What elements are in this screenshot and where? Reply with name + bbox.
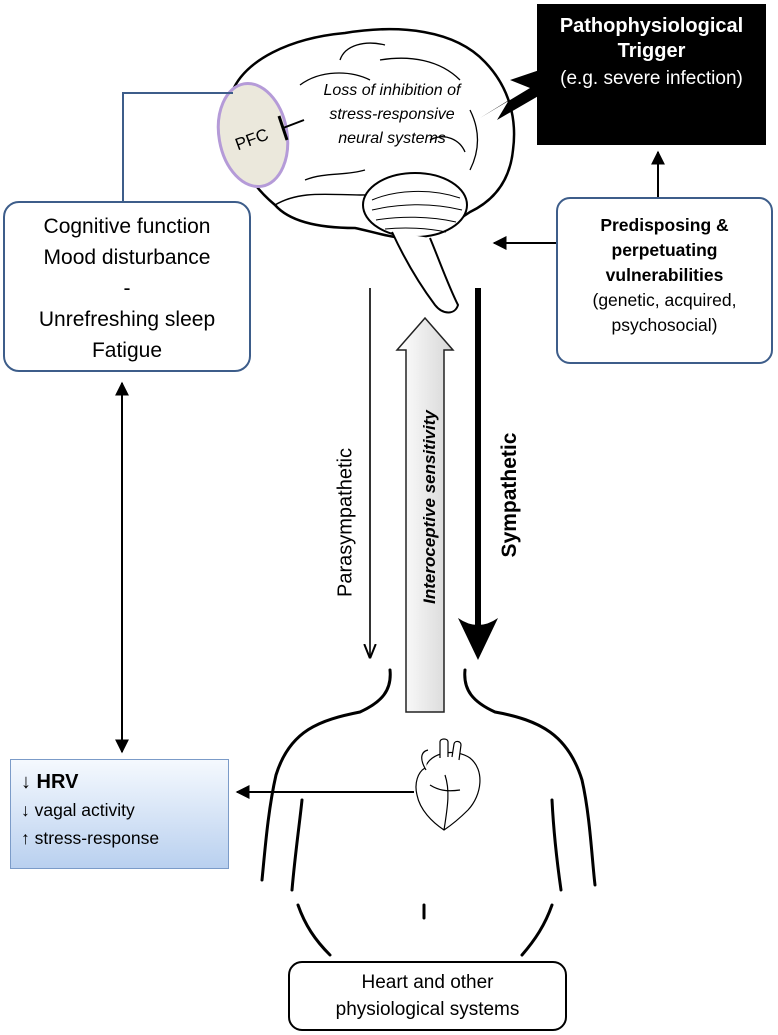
brainstem — [391, 231, 460, 314]
hrv-title: ↓ HRV — [21, 771, 79, 793]
symptom-line: Mood disturbance — [43, 246, 211, 269]
inhibition-label: Loss of inhibition of stress-responsive … — [272, 79, 512, 151]
hrv-line-vagal: ↓ vagal activity — [21, 800, 135, 820]
interoceptive-label: Interoceptive sensitivity — [420, 410, 439, 604]
symptom-line: - — [123, 277, 131, 300]
body-label-1: Heart and other — [361, 972, 494, 993]
heart-icon — [415, 738, 481, 831]
trigger-box: Pathophysiological Trigger (e.g. severe … — [537, 4, 766, 145]
physiological-systems-box: Heart and other physiological systems — [288, 961, 567, 1031]
inhibition-line-2: stress-responsive — [329, 106, 455, 123]
vuln-detail-2: psychosocial) — [611, 315, 718, 335]
symptom-line: Cognitive function — [43, 215, 211, 238]
trigger-title: Pathophysiological Trigger — [559, 15, 744, 62]
sympathetic-arrowhead — [458, 618, 498, 660]
symptoms-box: Cognitive function Mood disturbance - Un… — [3, 201, 251, 372]
symptom-line: Unrefreshing sleep — [38, 308, 216, 331]
body-label-2: physiological systems — [335, 999, 520, 1020]
symptom-line: Fatigue — [91, 339, 163, 362]
vuln-title-2: perpetuating — [611, 240, 718, 260]
interoceptive-arrow — [395, 316, 455, 713]
vulnerabilities-box: Predisposing & perpetuating vulnerabilit… — [556, 197, 773, 364]
pfc-region — [216, 81, 290, 189]
trigger-detail: (e.g. severe infection) — [560, 68, 743, 89]
vuln-detail-1: (genetic, acquired, — [592, 290, 737, 310]
hrv-box: ↓ HRV ↓ vagal activity ↑ stress-response — [10, 759, 229, 869]
brain-illustration — [228, 28, 516, 314]
sympathetic-label: Sympathetic — [498, 432, 521, 558]
brain-outline — [228, 28, 516, 240]
vuln-title-1: Predisposing & — [600, 215, 729, 235]
inhibition-line-3: neural systems — [338, 130, 446, 147]
inhibition-line-1: Loss of inhibition of — [323, 82, 461, 99]
vuln-title-3: vulnerabilities — [605, 265, 724, 285]
hrv-line-stress: ↑ stress-response — [21, 828, 160, 848]
torso-illustration — [260, 668, 597, 957]
pfc-connector-line — [122, 92, 233, 201]
parasympathetic-label: Parasympathetic — [334, 448, 357, 597]
